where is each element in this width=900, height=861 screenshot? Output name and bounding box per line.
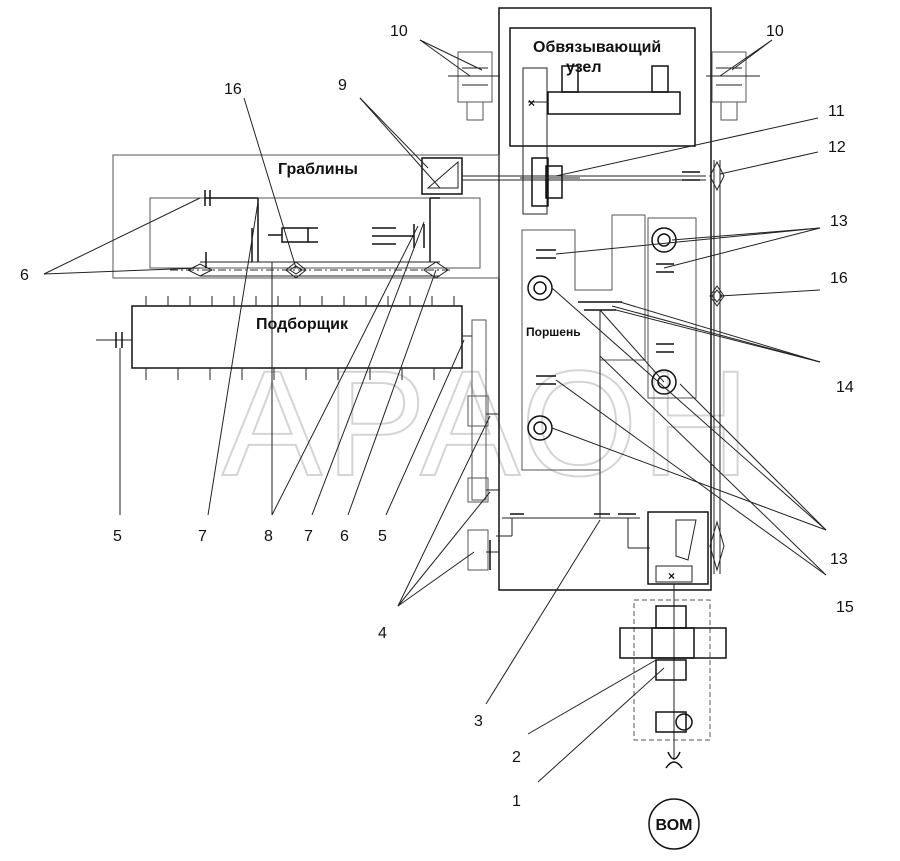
right-shaft	[682, 160, 725, 574]
rakes-label: Граблины	[278, 161, 358, 178]
rakes-crank-left	[204, 190, 259, 268]
callout-3: 3	[474, 713, 483, 730]
callout-12: 12	[828, 139, 846, 156]
callout-numbers: 10 10 16 9 11 12 13 6 16 14 5 7 8 7 6 5 …	[20, 23, 854, 810]
callout-6-left: 6	[20, 267, 29, 284]
bearing-unit-left	[448, 51, 500, 121]
callout-11: 11	[828, 103, 845, 120]
callout-14: 14	[836, 379, 854, 396]
callout-5-right: 5	[378, 528, 387, 545]
rakes-crank-right	[372, 197, 440, 262]
callout-5-left: 5	[113, 528, 122, 545]
rakes-inner-frame	[149, 197, 481, 269]
main-drive-shaft	[496, 513, 650, 549]
driveline	[619, 584, 727, 769]
svg-text:×: ×	[528, 96, 535, 110]
pto-shaft: ВОМ	[648, 798, 700, 850]
callout-16-top: 16	[224, 81, 242, 98]
callout-2: 2	[512, 749, 521, 766]
callout-15: 15	[836, 599, 854, 616]
pto-label: ВОМ	[656, 817, 693, 834]
callout-6-right: 6	[340, 528, 349, 545]
callout-1: 1	[512, 793, 521, 810]
leader-lines	[43, 39, 827, 783]
rakes-shaft	[170, 261, 450, 279]
piston-mechanism	[521, 214, 697, 518]
rakes-frame	[112, 154, 500, 279]
callout-16-right: 16	[830, 270, 848, 287]
pickup-label: Подборщик	[256, 316, 349, 333]
main-frame	[498, 7, 712, 591]
knotter-unit: ×	[509, 27, 696, 215]
bearing-unit-right	[706, 51, 760, 121]
callout-13-top: 13	[830, 213, 848, 230]
callout-9: 9	[338, 77, 347, 94]
knotter-label-line1: Обвязывающий	[533, 39, 661, 56]
gear-11	[520, 157, 580, 207]
callout-7-left: 7	[198, 528, 207, 545]
svg-text:×: ×	[668, 569, 675, 583]
callout-7-right: 7	[304, 528, 313, 545]
rakes-bearing-16	[268, 227, 318, 243]
bevel-gear-9	[421, 157, 706, 195]
callout-10-left: 10	[390, 23, 408, 40]
callout-4: 4	[378, 625, 387, 642]
knotter-label-line2: узел	[566, 59, 602, 76]
piston-label: Поршень	[526, 325, 581, 339]
pickup-drum	[96, 296, 463, 380]
callout-10-right: 10	[766, 23, 784, 40]
chain-drive	[462, 319, 499, 571]
callout-8: 8	[264, 528, 273, 545]
main-gearbox: ×	[647, 511, 709, 585]
callout-13-bottom: 13	[830, 551, 848, 568]
